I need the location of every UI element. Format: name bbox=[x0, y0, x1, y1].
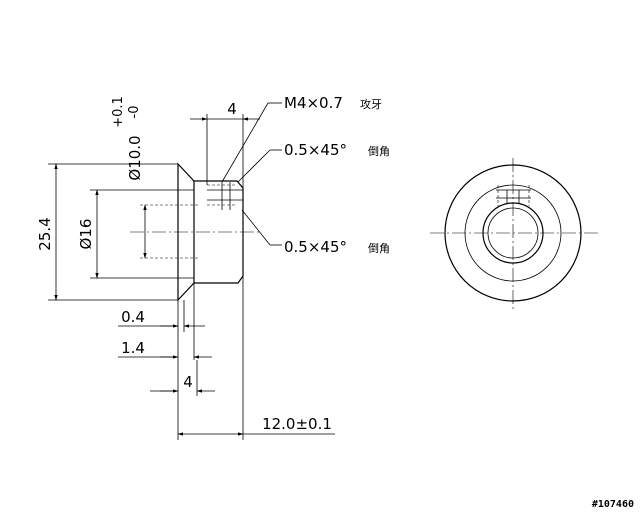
dim-shoulder-length: 4 bbox=[183, 373, 193, 391]
note-chamfer-top-cn: 倒角 bbox=[368, 145, 390, 158]
dim-thread-length: 4 bbox=[227, 100, 237, 118]
dim-tolerance-diameter: Ø10.0 bbox=[126, 135, 144, 180]
note-thread: M4×0.7 bbox=[284, 94, 343, 112]
side-view bbox=[130, 162, 262, 302]
note-thread-cn: 攻牙 bbox=[360, 97, 382, 111]
note-chamfer-bottom-cn: 倒角 bbox=[368, 242, 390, 255]
front-inner-circle bbox=[487, 207, 539, 259]
front-bore-circle bbox=[482, 202, 544, 264]
dim-tolerance-lower: -0 bbox=[127, 106, 142, 119]
dim-flange-thickness: 0.4 bbox=[121, 308, 145, 326]
dim-overall-diameter: 25.4 bbox=[36, 217, 54, 250]
note-chamfer-top: 0.5×45° bbox=[284, 141, 347, 159]
drawing-id: #107460 bbox=[592, 499, 634, 510]
note-chamfer-bottom: 0.5×45° bbox=[284, 238, 347, 256]
dimensions: 25.4 Ø16 Ø10.0 +0.1 -0 4 0.4 1.4 bbox=[36, 96, 335, 440]
dim-flange-taper: 1.4 bbox=[121, 339, 145, 357]
dim-total-length: 12.0±0.1 bbox=[262, 415, 332, 433]
front-flange-circle bbox=[464, 184, 562, 282]
dim-bore-diameter: Ø16 bbox=[77, 219, 95, 250]
leader-notes: M4×0.7 攻牙 0.5×45° 倒角 0.5×45° 倒角 bbox=[221, 94, 390, 256]
front-outer-circle bbox=[444, 164, 582, 302]
dim-tolerance-upper: +0.1 bbox=[111, 96, 126, 128]
front-view bbox=[430, 158, 598, 312]
